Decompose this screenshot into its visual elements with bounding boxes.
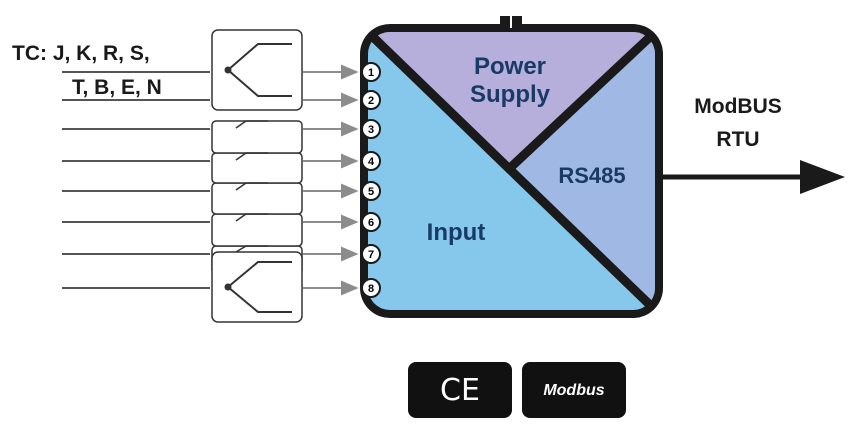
converter-module: 1 2 3 4 5 6 7 <box>360 16 663 318</box>
arrow-6 <box>303 214 359 230</box>
terminal-3-label: 3 <box>368 124 374 136</box>
terminal-1: 1 <box>361 62 381 82</box>
power-supply-label-line1: Power <box>474 53 546 80</box>
input-wires <box>62 71 210 289</box>
arrow-right-icon <box>800 160 845 194</box>
power-supply-region <box>368 32 655 168</box>
tc-junction-4 <box>235 152 268 161</box>
output-arrow <box>663 160 845 194</box>
tc-junction-7 <box>235 245 268 253</box>
terminal-1-label: 1 <box>368 67 374 79</box>
arrow-7 <box>303 246 359 262</box>
tc-junction-5 <box>235 182 268 191</box>
terminal-7-label: 7 <box>368 249 374 261</box>
tc-junction-3 <box>235 120 268 129</box>
terminal-arrows <box>303 64 359 296</box>
thermocouple-symbols <box>211 29 303 323</box>
input-label: Input <box>427 219 486 246</box>
ce-mark: CE <box>440 373 480 408</box>
modbus-logo: Modbus <box>543 382 604 399</box>
tc-box-3 <box>211 120 303 154</box>
terminal-5-label: 5 <box>368 186 374 198</box>
arrow-4 <box>303 153 359 169</box>
terminal-3: 3 <box>361 119 381 139</box>
terminal-4-label: 4 <box>368 156 375 168</box>
terminal-8-label: 8 <box>368 283 374 295</box>
tc-box-top <box>211 29 303 111</box>
modbus-badge: Modbus <box>522 362 626 418</box>
output-protocol-line2: RTU <box>716 128 759 151</box>
terminals: 1 2 3 4 5 6 7 <box>361 62 381 298</box>
thermocouple-label: TC: J, K, R, S, T, B, E, N <box>12 42 162 99</box>
rs485-label: RS485 <box>558 163 625 188</box>
terminal-5: 5 <box>361 181 381 201</box>
terminal-4: 4 <box>361 151 381 171</box>
terminal-6: 6 <box>361 212 381 232</box>
terminal-7: 7 <box>361 244 381 264</box>
tc-junction-dot-bottom <box>224 283 232 291</box>
terminal-8: 8 <box>361 278 381 298</box>
terminal-2: 2 <box>361 90 381 110</box>
tc-box-5 <box>211 182 303 215</box>
tc-box-6 <box>211 213 303 247</box>
arrow-2 <box>303 92 359 108</box>
module-dividers <box>367 31 656 311</box>
thermocouple-types-line1: TC: J, K, R, S, <box>12 42 150 65</box>
thermocouple-types-line2: T, B, E, N <box>72 76 162 99</box>
arrow-8 <box>303 280 359 296</box>
arrow-5 <box>303 183 359 199</box>
output-protocol-line1: ModBUS <box>694 95 782 118</box>
tc-box-4 <box>211 152 303 184</box>
tc-junction-dot-top <box>224 66 232 74</box>
tc-box-bottom <box>211 251 303 323</box>
rs485-region <box>510 32 655 310</box>
arrow-3 <box>303 121 359 137</box>
terminal-2-label: 2 <box>368 95 374 107</box>
arrow-1 <box>303 64 359 80</box>
terminal-6-label: 6 <box>368 217 374 229</box>
tc-junction-6 <box>235 213 268 222</box>
ce-badge: CE <box>408 362 512 418</box>
power-supply-label-line2: Supply <box>470 81 551 108</box>
